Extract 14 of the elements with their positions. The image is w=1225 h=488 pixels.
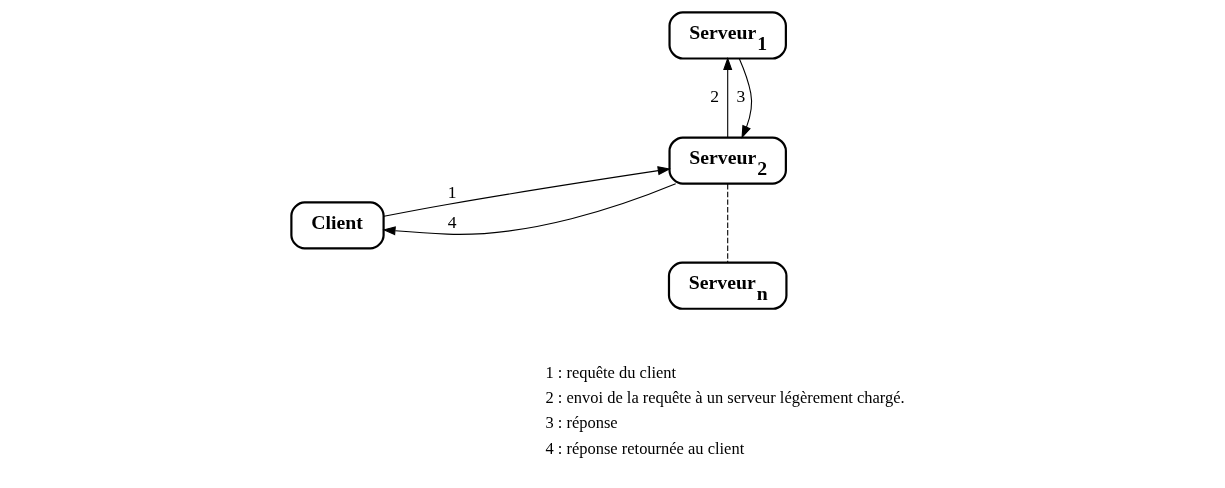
label: 1 : requête du client — [544, 362, 676, 382]
arrow — [381, 183, 676, 236]
label: 3 : réponse — [544, 413, 618, 433]
connector — [726, 183, 728, 263]
arrow — [722, 56, 732, 138]
edge-label: 1 — [447, 181, 457, 202]
node-box: Client — [289, 201, 385, 250]
arrow — [382, 166, 671, 217]
arrow — [738, 58, 752, 139]
edge-label: 2 — [709, 86, 719, 107]
edge-label: 3 — [735, 86, 745, 107]
label: 2 : envoi de la requête à un serveur légèrement chargé. — [544, 388, 905, 408]
edge-label: 4 — [447, 212, 457, 233]
label: 4 : réponse retournée au client — [544, 438, 744, 458]
